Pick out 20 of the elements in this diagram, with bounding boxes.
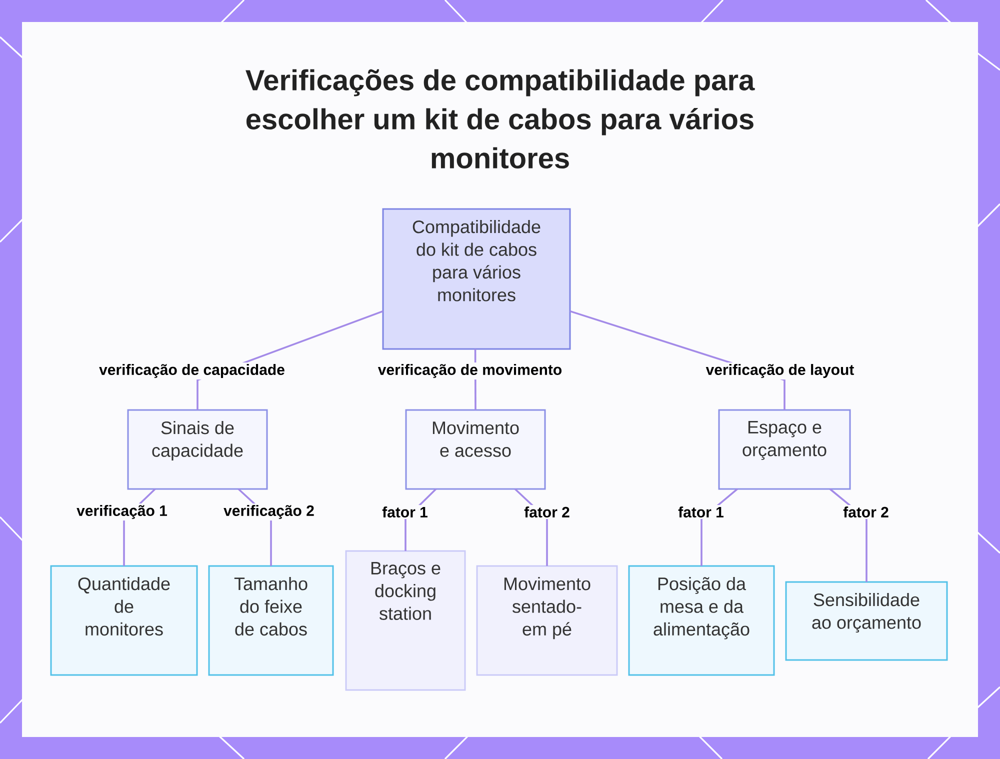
edge-label: verificação de movimento — [376, 362, 564, 380]
branch-box: Espaço e orçamento — [718, 409, 851, 490]
leaf-box: Movimento sentado-em pé — [476, 565, 618, 676]
edge-label: verificação 2 — [222, 504, 316, 520]
edge-label: fator 1 — [380, 505, 430, 519]
leaf-box: Sensibilidade ao orçamento — [785, 581, 948, 661]
leaf-box: Posição da mesa e da alimentação — [628, 565, 775, 676]
edge-label: fator 1 — [676, 505, 726, 519]
edge-label: verificação de capacidade — [98, 362, 286, 380]
branch-box: Movimento e acesso — [405, 409, 546, 490]
leaf-box: Quantidade de monitores — [50, 565, 198, 676]
edge-label: verificação 1 — [75, 504, 169, 520]
root-box: Compatibilidade do kit de cabos para vários monitores — [382, 208, 571, 350]
edge-label: fator 2 — [842, 505, 890, 519]
leaf-box: Tamanho do feixe de cabos — [208, 565, 334, 676]
edge-label: verificação de layout — [704, 362, 856, 380]
edge-label: fator 2 — [522, 505, 572, 519]
branch-box: Sinais de capacidade — [127, 409, 268, 490]
leaf-box: Braços e docking station — [345, 550, 466, 691]
title: Verificações de compatibilidade para escolher um kit de cabos para vários monitores — [246, 69, 755, 168]
